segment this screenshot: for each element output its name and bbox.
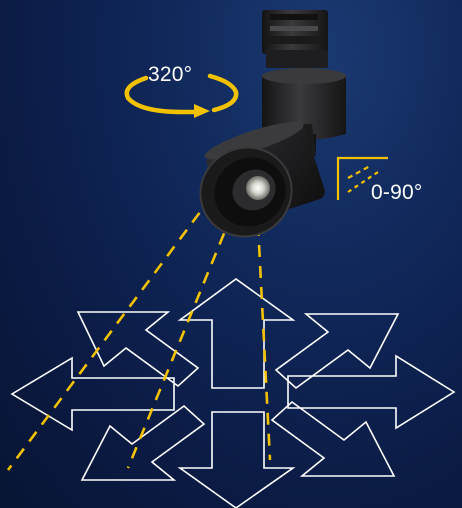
tilt-angle-label: 0-90° (371, 181, 423, 204)
arrow-up-right (274, 313, 400, 390)
arrow-down (177, 411, 296, 508)
rotation-angle-label: 320° (148, 63, 193, 86)
arrow-up-left (76, 311, 200, 388)
beam-lines (6, 195, 272, 471)
beam-line-right (256, 223, 272, 461)
arrow-down-left (80, 404, 206, 481)
arrow-left (10, 356, 175, 432)
beam-line-middle (126, 213, 234, 469)
arrow-right (287, 354, 456, 430)
track-light-fixture (199, 10, 346, 238)
led-lens (246, 176, 270, 200)
angle-bracket-icon (336, 156, 388, 200)
arrow-down-right (270, 400, 396, 477)
multi-direction-arrows-icon (10, 278, 456, 508)
rotate-arrow-icon (124, 73, 239, 118)
beam-line-left (6, 195, 214, 471)
arrow-up (177, 278, 296, 389)
